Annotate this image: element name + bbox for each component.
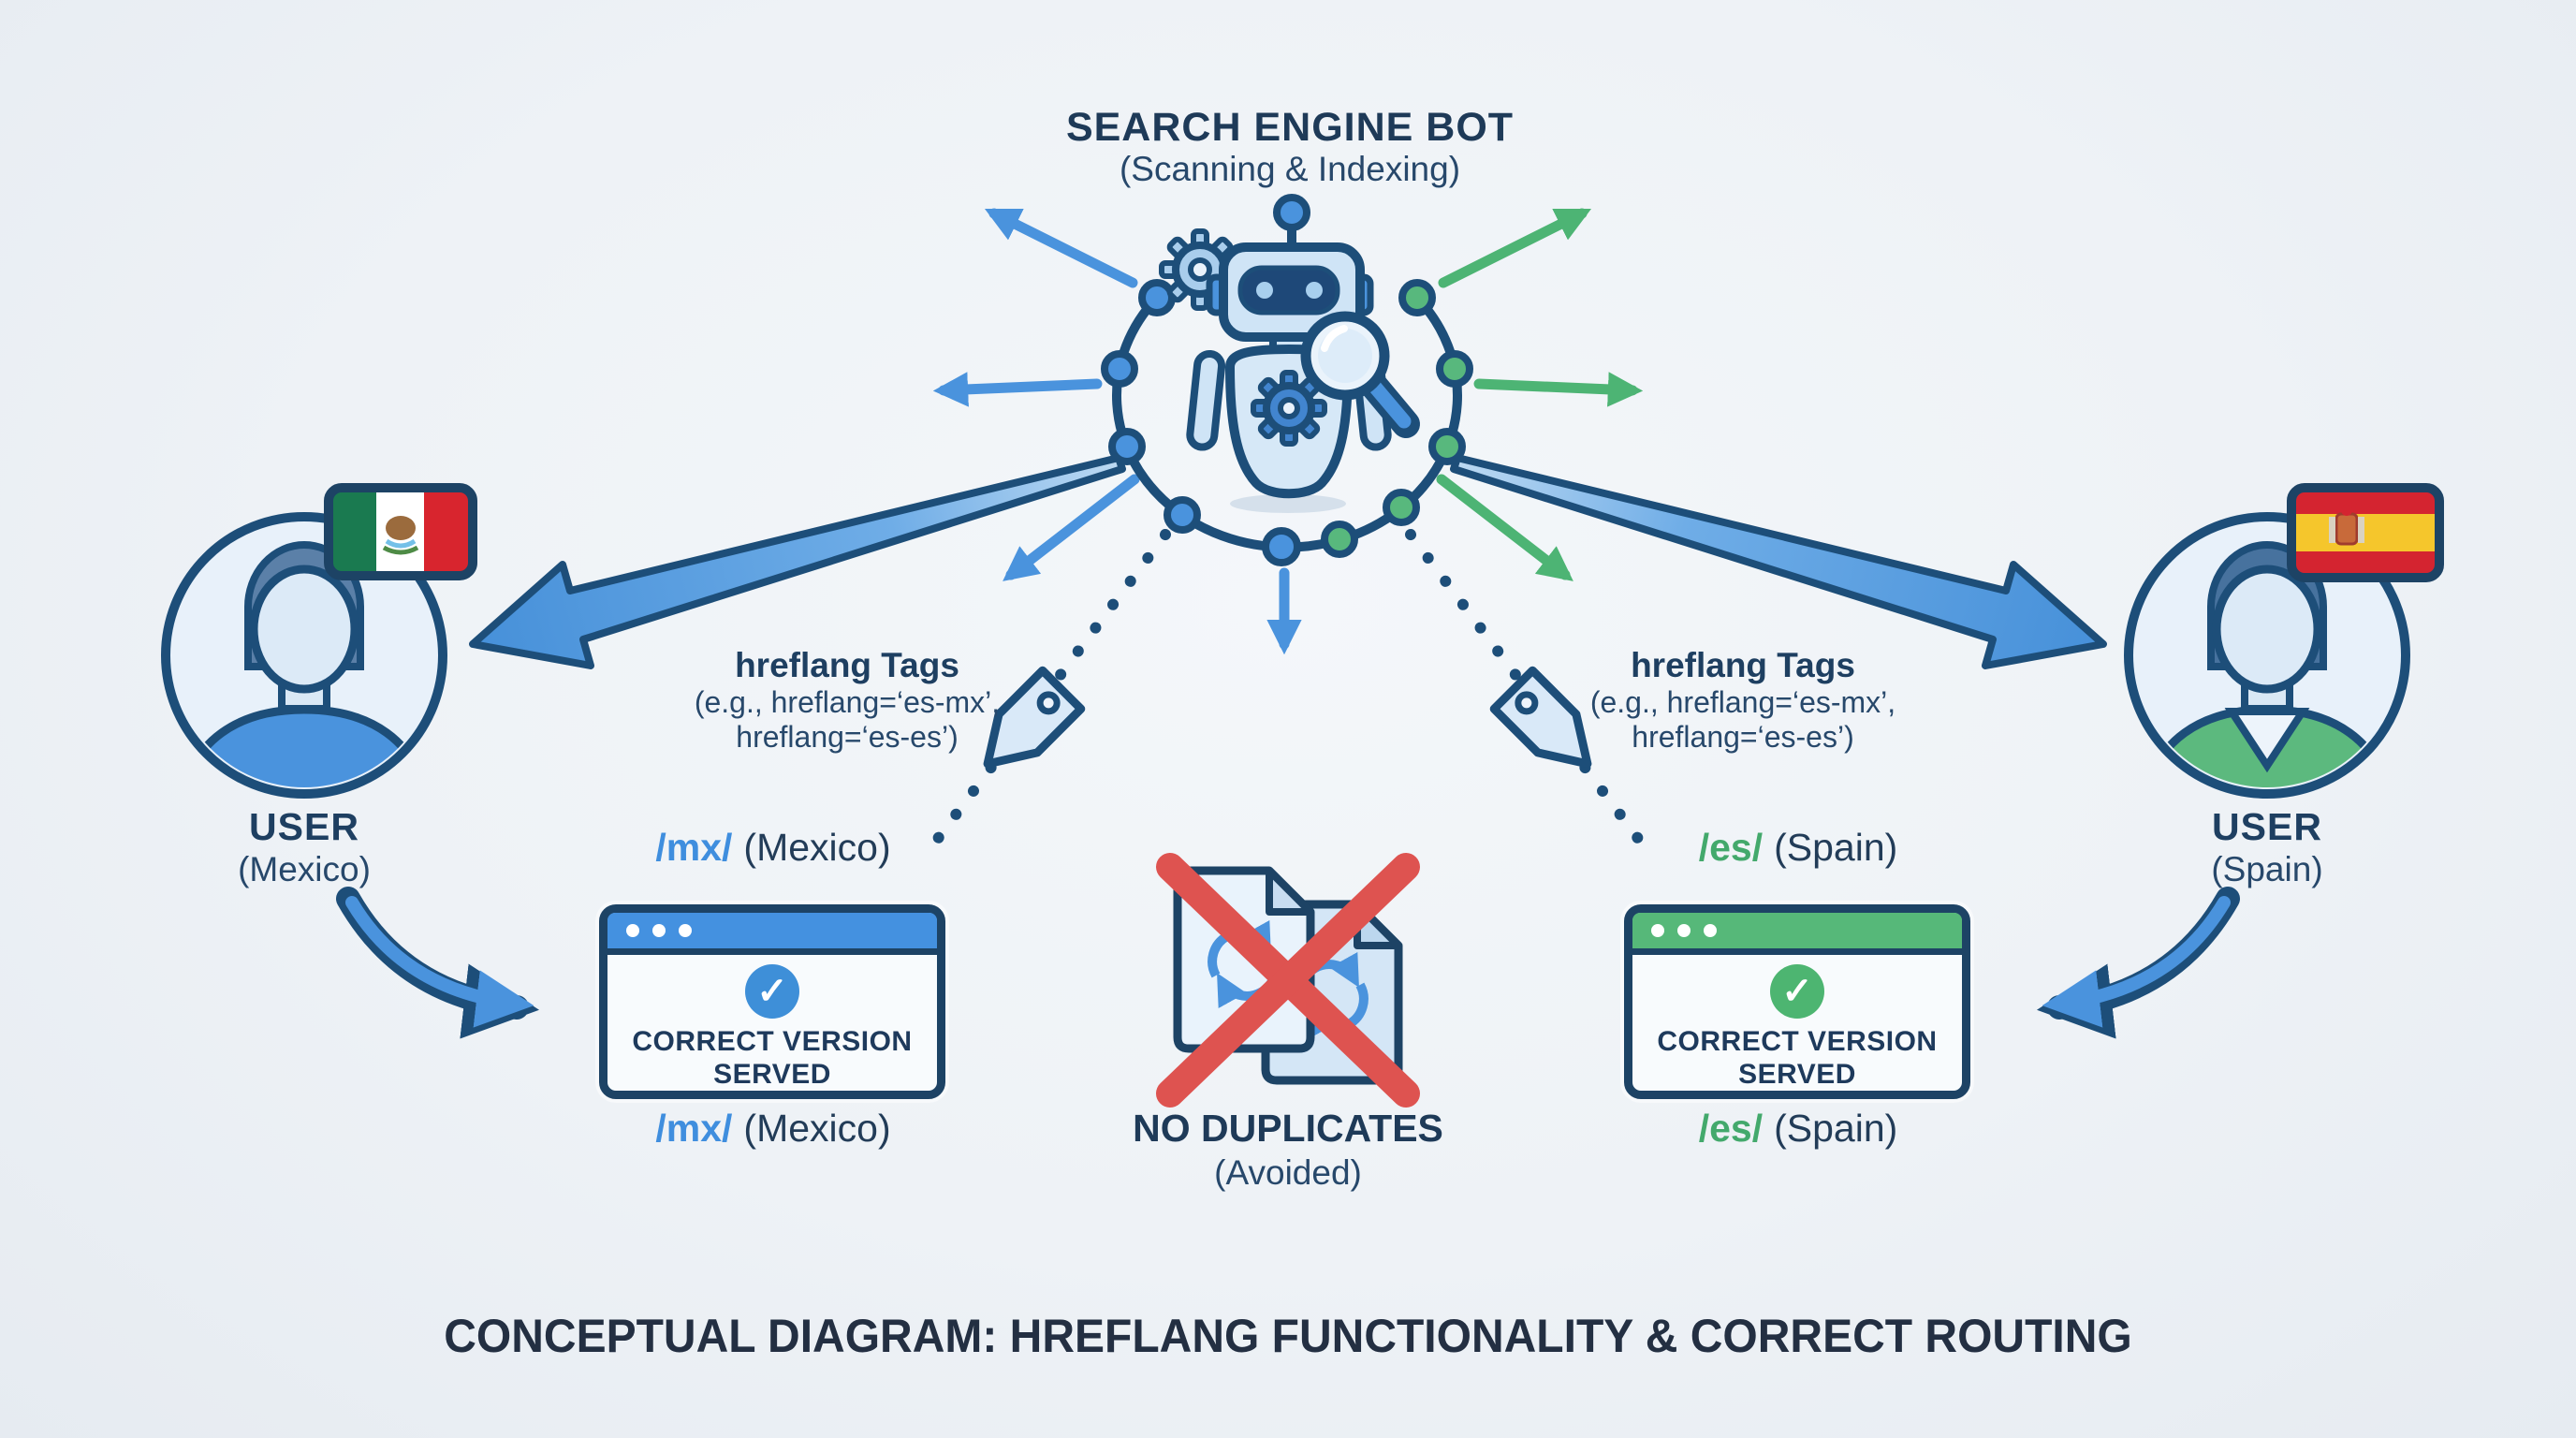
hreflang-note-right: hreflang Tags (e.g., hreflang=‘es-mx’, h… bbox=[1590, 646, 1895, 755]
browser-body: ✓ CORRECT VERSION SERVED bbox=[607, 955, 937, 1091]
site-region: (Spain) bbox=[1774, 1107, 1898, 1150]
crawl-arrow-down-left bbox=[1003, 474, 1140, 581]
site-region: (Mexico) bbox=[743, 826, 891, 869]
site-region: (Mexico) bbox=[743, 1107, 891, 1150]
no-duplicates-title: NO DUPLICATES bbox=[1133, 1107, 1443, 1150]
dotted-line-right bbox=[1405, 529, 1650, 853]
check-icon: ✓ bbox=[745, 964, 799, 1019]
avatar-face bbox=[249, 565, 359, 694]
status-text: CORRECT VERSION SERVED bbox=[1657, 1026, 1938, 1090]
duplicate-documents-icon bbox=[1156, 853, 1420, 1108]
bot-arm-left bbox=[1186, 349, 1226, 451]
tag-icon-left bbox=[983, 666, 1086, 769]
site-label-es-bottom: /es/(Spain) bbox=[1699, 1107, 1898, 1151]
crawl-arrow-right bbox=[1473, 372, 1644, 407]
site-path: /mx/ bbox=[655, 826, 733, 869]
crawl-arrow-down-right bbox=[1436, 474, 1573, 581]
route-arrow-to-spain bbox=[1450, 454, 2107, 669]
dotted-line-left bbox=[926, 529, 1171, 853]
crawl-arrow-up-left bbox=[984, 208, 1138, 288]
tag-icon-right bbox=[1489, 666, 1592, 769]
hreflang-example-line2: hreflang=‘es-es’) bbox=[736, 720, 959, 754]
avatar-collar bbox=[2224, 708, 2310, 773]
curved-arrow-left bbox=[336, 887, 540, 1039]
avatar-spain bbox=[2124, 512, 2410, 799]
bot-eye-left bbox=[1256, 282, 1273, 299]
user-left-region: (Mexico) bbox=[238, 850, 371, 888]
flag-mexico-icon bbox=[324, 483, 477, 580]
site-label-mx-top: /mx/(Mexico) bbox=[655, 826, 890, 870]
hreflang-example-line1: (e.g., hreflang=‘es-mx’, bbox=[1589, 685, 1896, 719]
hreflang-dotted-lines bbox=[926, 529, 1650, 853]
hreflang-title: hreflang Tags bbox=[735, 646, 959, 684]
bot-antenna-ball bbox=[1273, 194, 1310, 231]
no-duplicates-subtitle: (Avoided) bbox=[1214, 1153, 1362, 1192]
window-dot bbox=[679, 924, 692, 937]
bot-subtitle: (Scanning & Indexing) bbox=[1119, 150, 1461, 188]
curved-arrow-right bbox=[2036, 887, 2240, 1039]
crawl-arrow-left bbox=[932, 372, 1103, 407]
bot-eye-right bbox=[1306, 282, 1323, 299]
flag-spain-icon bbox=[2287, 483, 2444, 582]
avatar-face bbox=[2212, 565, 2322, 694]
magnifier-icon bbox=[1300, 311, 1420, 438]
check-icon: ✓ bbox=[1770, 964, 1824, 1019]
crawl-arrows-blue bbox=[932, 208, 1302, 655]
crawl-arrow-up-right bbox=[1438, 208, 1592, 288]
bot-title: SEARCH ENGINE BOT bbox=[1065, 105, 1515, 150]
window-dot bbox=[652, 924, 666, 937]
hreflang-title: hreflang Tags bbox=[1631, 646, 1855, 684]
window-dot bbox=[626, 924, 639, 937]
crawler-node-ring bbox=[1101, 279, 1473, 566]
status-text: CORRECT VERSION SERVED bbox=[632, 1026, 913, 1090]
site-label-mx-bottom: /mx/(Mexico) bbox=[655, 1107, 890, 1151]
user-right-title: USER bbox=[2212, 805, 2322, 848]
site-path: /es/ bbox=[1698, 1107, 1764, 1150]
diagram-footer-title: CONCEPTUAL DIAGRAM: HREFLANG FUNCTIONALI… bbox=[444, 1310, 2132, 1362]
site-path: /es/ bbox=[1698, 826, 1764, 869]
bot-shadow bbox=[1230, 494, 1346, 513]
hreflang-note-left: hreflang Tags (e.g., hreflang=‘es-mx’, h… bbox=[695, 646, 1000, 755]
browser-titlebar bbox=[1632, 913, 1962, 955]
window-dot bbox=[1677, 924, 1690, 937]
site-label-es-top: /es/(Spain) bbox=[1699, 826, 1898, 870]
red-cross-icon bbox=[1156, 853, 1420, 1108]
site-region: (Spain) bbox=[1774, 826, 1898, 869]
hreflang-example-line1: (e.g., hreflang=‘es-mx’, bbox=[694, 685, 1001, 719]
user-right-region: (Spain) bbox=[2211, 850, 2323, 888]
browser-titlebar bbox=[607, 913, 937, 955]
browser-window-mx: ✓ CORRECT VERSION SERVED bbox=[599, 904, 945, 1099]
browser-window-es: ✓ CORRECT VERSION SERVED bbox=[1624, 904, 1970, 1099]
site-path: /mx/ bbox=[655, 1107, 733, 1150]
search-bot-icon bbox=[1159, 194, 1420, 513]
bot-visor bbox=[1237, 265, 1340, 315]
browser-body: ✓ CORRECT VERSION SERVED bbox=[1632, 955, 1962, 1091]
crawl-arrows-green bbox=[1436, 208, 1644, 581]
window-dot bbox=[1704, 924, 1717, 937]
hreflang-example-line2: hreflang=‘es-es’) bbox=[1632, 720, 1854, 754]
user-left-title: USER bbox=[249, 805, 359, 848]
window-dot bbox=[1651, 924, 1664, 937]
